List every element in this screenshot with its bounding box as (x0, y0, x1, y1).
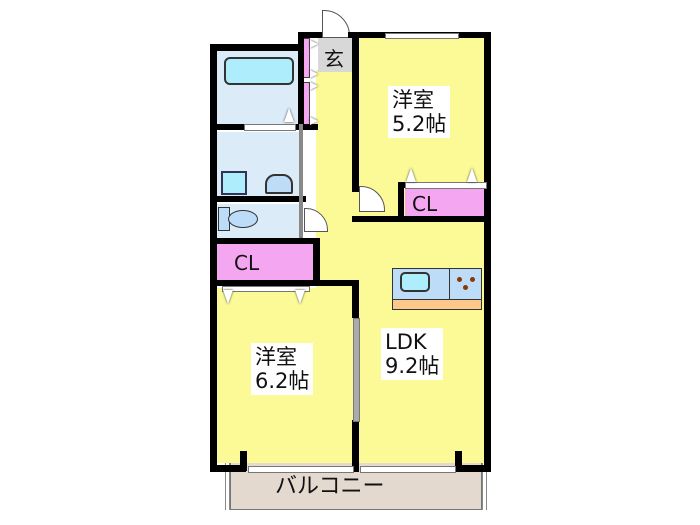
wall-south-room-right-bottom (352, 420, 359, 472)
bathtub (224, 57, 294, 85)
entrance (318, 38, 356, 72)
shoe-cabinet-marker-1 (310, 40, 318, 48)
balcony-label: バルコニー (275, 474, 385, 499)
wall-wash-toilet (210, 196, 306, 202)
toilet-bowl (228, 210, 258, 228)
wall-cl-bottom (210, 280, 358, 286)
closet-west-label: CL (234, 251, 260, 275)
north-room-door-swing[interactable] (359, 186, 385, 212)
stove-burner-1 (457, 277, 462, 282)
wall-wet-right (299, 124, 303, 244)
stove-divider (449, 268, 450, 300)
outer-wall-bottom-left (210, 465, 246, 472)
window-balcony-right (360, 466, 456, 473)
cl-west-door-marker-2 (295, 290, 305, 304)
kitchen-edge (392, 300, 482, 310)
western-room-south-label: 洋室 6.2帖 (251, 343, 314, 395)
western-room-north-label: 洋室 5.2帖 (388, 86, 451, 138)
outer-wall-left (210, 44, 217, 471)
cl-north-rail (405, 182, 487, 189)
closet-north-label: CL (412, 192, 438, 216)
window-balcony-left (248, 466, 354, 473)
outer-wall-entrance-left (298, 32, 304, 128)
balcony-rail-right (482, 462, 487, 510)
cl-west-door-marker-1 (223, 290, 233, 304)
balcony-rail-left (225, 462, 230, 510)
wall-bath-wash (210, 124, 244, 130)
wall-south-room-right-top (352, 280, 359, 318)
cl-north-door-marker-1 (406, 168, 416, 182)
wash-door-marker (284, 108, 294, 122)
wall-bath-wash-right (294, 124, 318, 130)
entrance-label: 玄 (324, 47, 344, 71)
shoe-cabinet-marker-2 (310, 70, 318, 78)
wall-north-cl-top (398, 182, 406, 188)
closet-west (216, 244, 314, 280)
washbasin (265, 174, 293, 194)
shoe-cabinet-lower (303, 82, 310, 126)
outer-wall-entrance-right (352, 32, 359, 192)
kitchen-sink (400, 272, 430, 292)
front-door-swing[interactable] (322, 10, 350, 38)
washing-machine-pan (221, 171, 247, 195)
outer-wall-top-bath (210, 44, 302, 51)
shoe-cabinet-marker-4 (310, 117, 318, 125)
stove-burner-3 (463, 285, 468, 290)
outer-wall-right (484, 32, 491, 472)
wall-toilet-cl (210, 238, 320, 244)
wall-cl-right (313, 238, 320, 284)
shoe-cabinet-marker-3 (310, 82, 318, 90)
outer-wall-top-entrance (298, 32, 322, 38)
closet-north (405, 188, 485, 218)
cl-west-rail (222, 286, 310, 292)
outer-wall-bottom-right-notch (455, 451, 462, 471)
shoe-cabinet-upper (303, 38, 310, 78)
wall-north-room-bottom (352, 216, 490, 222)
ldk-label: LDK 9.2帖 (381, 328, 444, 380)
outer-wall-bottom-right (455, 465, 491, 472)
stove-burner-2 (470, 277, 475, 282)
cl-north-door-marker-2 (467, 168, 477, 182)
window-north-room (385, 33, 459, 39)
outer-wall-bottom-left-notch (240, 451, 247, 471)
sliding-door-south-room-ldk[interactable] (353, 318, 360, 422)
wall-north-cl-left (398, 182, 404, 220)
bath-door-rail (244, 124, 296, 131)
